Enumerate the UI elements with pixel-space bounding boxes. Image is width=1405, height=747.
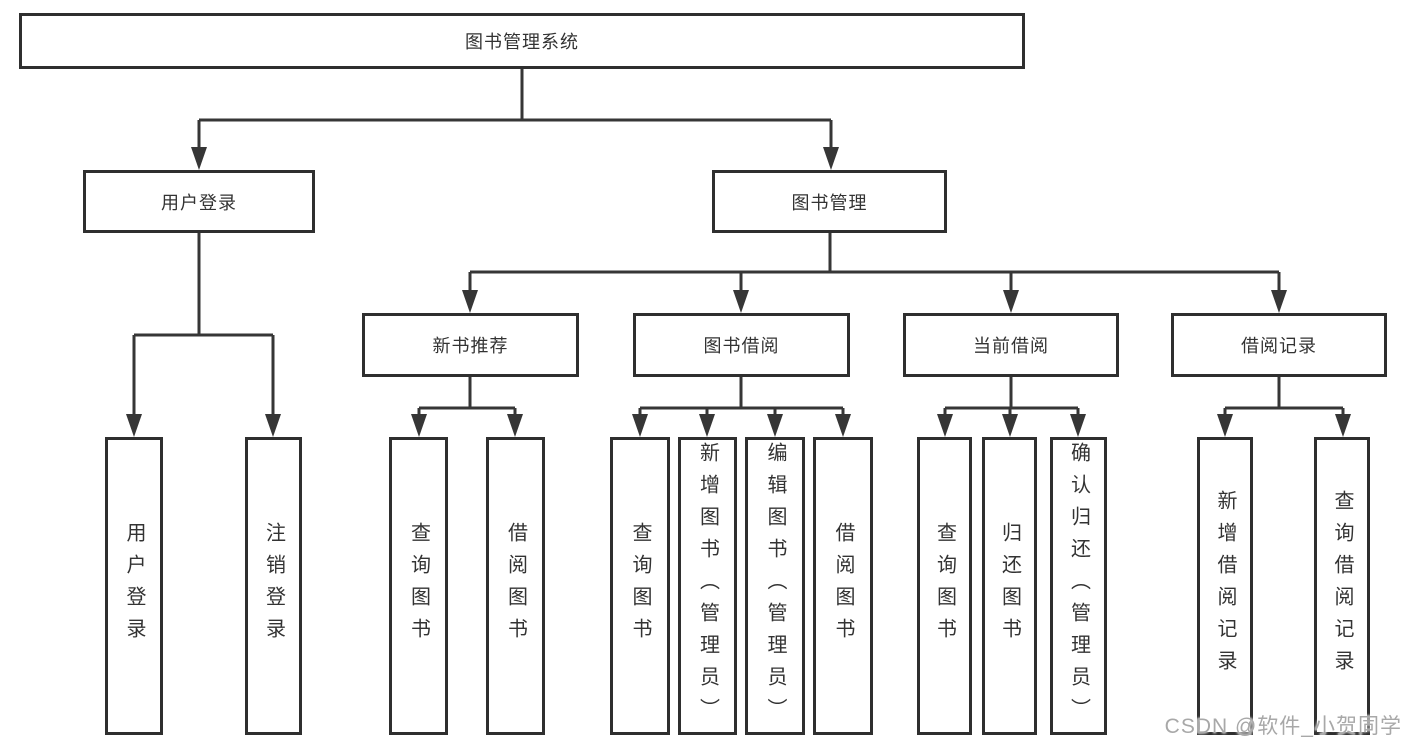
node-leaf-borrow-books-recommend: 借阅图书	[486, 437, 545, 735]
node-leaf-confirm-return-admin: 确认归还（管理员）	[1050, 437, 1107, 735]
node-label: 查询图书	[629, 522, 651, 650]
node-user-login-branch: 用户登录	[83, 170, 315, 233]
node-label: 查询图书	[933, 522, 956, 650]
node-label: 新增借阅记录	[1214, 490, 1236, 682]
node-label: 编辑图书（管理员）	[764, 442, 786, 730]
node-label: 借阅图书	[504, 522, 527, 650]
node-label: 查询图书	[407, 522, 430, 650]
node-leaf-edit-books-admin: 编辑图书（管理员）	[745, 437, 805, 735]
node-leaf-query-books-borrowing: 查询图书	[610, 437, 670, 735]
node-borrowing-records: 借阅记录	[1171, 313, 1387, 377]
node-label: 查询借阅记录	[1331, 490, 1353, 682]
node-current-borrowing: 当前借阅	[903, 313, 1119, 377]
node-label: 新增图书（管理员）	[696, 442, 719, 730]
node-leaf-user-login: 用户登录	[105, 437, 163, 735]
node-label: 注销登录	[262, 522, 285, 650]
node-label: 用户登录	[123, 522, 145, 650]
node-root-system: 图书管理系统	[19, 13, 1025, 69]
node-leaf-add-books-admin: 新增图书（管理员）	[678, 437, 737, 735]
node-label: 借阅图书	[832, 522, 854, 650]
node-book-management-branch: 图书管理	[712, 170, 947, 233]
node-leaf-borrow-books: 借阅图书	[813, 437, 873, 735]
node-leaf-query-borrow-record: 查询借阅记录	[1314, 437, 1370, 735]
node-new-book-recommend: 新书推荐	[362, 313, 579, 377]
node-leaf-add-borrow-record: 新增借阅记录	[1197, 437, 1253, 735]
csdn-watermark: CSDN @软件_小贺同学	[1164, 715, 1402, 738]
node-leaf-return-books: 归还图书	[982, 437, 1037, 735]
node-leaf-query-books-recommend: 查询图书	[389, 437, 448, 735]
node-leaf-query-books-current: 查询图书	[917, 437, 972, 735]
node-leaf-logout: 注销登录	[245, 437, 302, 735]
node-label: 确认归还（管理员）	[1067, 442, 1090, 730]
node-label: 归还图书	[998, 522, 1021, 650]
node-book-borrowing: 图书借阅	[633, 313, 850, 377]
